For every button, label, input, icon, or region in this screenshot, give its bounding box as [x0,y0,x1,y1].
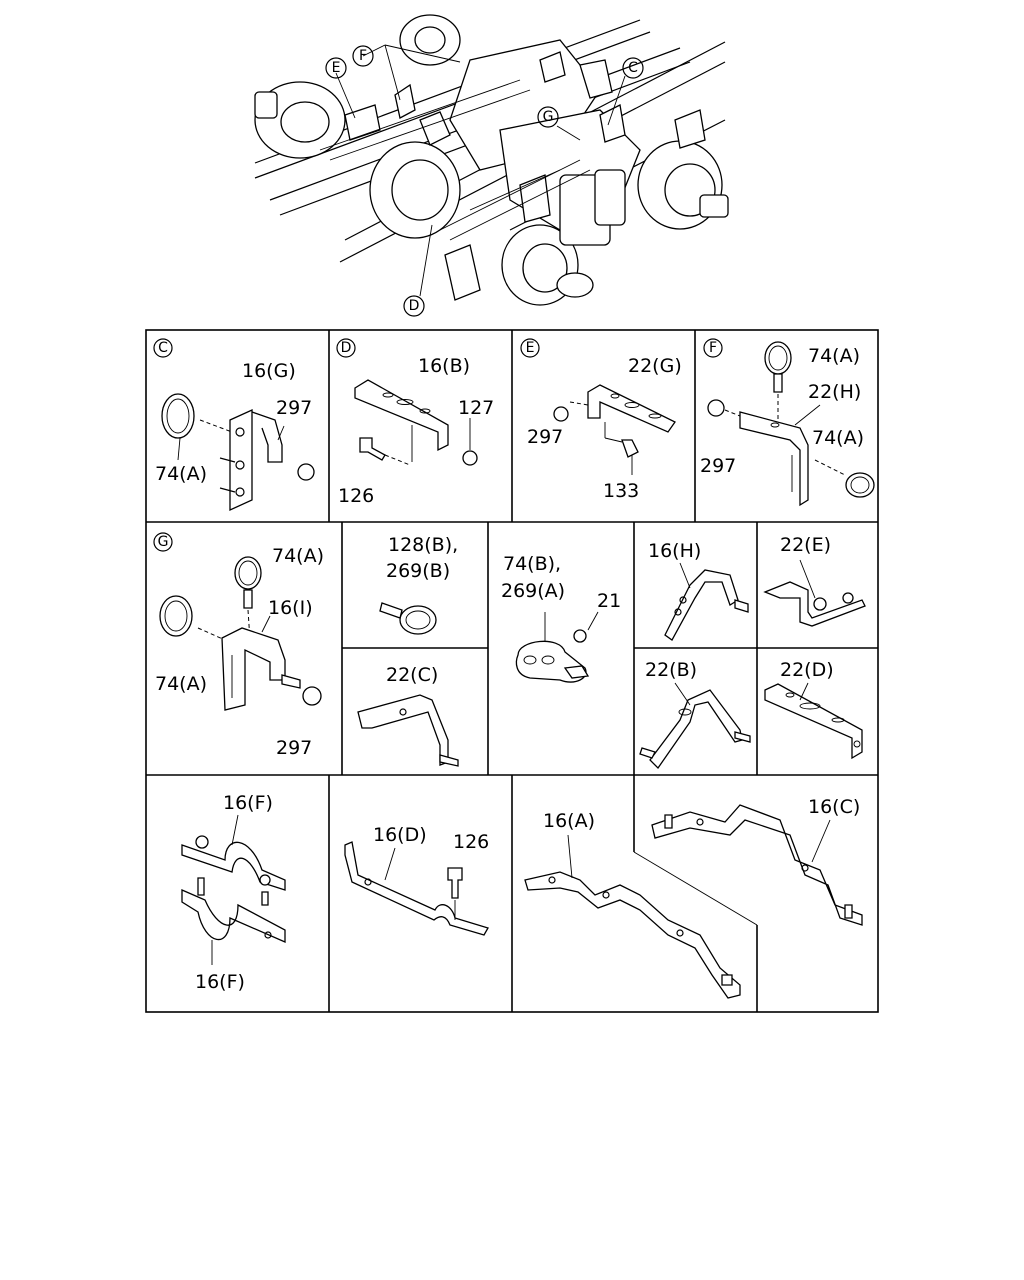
panel-e-callout: E [526,340,535,356]
label-297-g: 297 [276,737,312,759]
svg-text:C: C [628,60,638,76]
panel-d-callout: D [341,340,352,356]
label-16G: 16(G) [242,360,296,382]
callout-D: D [403,295,425,317]
panel-c: C 16(G) 297 74(A) [153,338,315,512]
label-297-f: 297 [700,455,736,477]
label-128B: 128(B), [388,534,458,556]
label-16D: 16(D) [373,824,427,846]
label-126: 126 [338,485,374,507]
label-74A-g2: 74(A) [155,673,207,695]
callout-C: C [622,57,644,79]
label-297-e: 297 [527,426,563,448]
panel-16h: 16(H) [648,540,749,641]
panel-16a: 16(A) [524,810,741,999]
label-126-d: 126 [453,831,489,853]
svg-text:G: G [543,109,554,125]
panel-22d: 22(D) [764,659,863,760]
label-22D: 22(D) [780,659,834,681]
svg-text:F: F [359,48,367,64]
label-133: 133 [603,480,639,502]
panel-22b: 22(B) [639,659,751,770]
detail-grid [145,329,879,1013]
label-16I: 16(I) [268,597,313,619]
svg-text:E: E [332,60,341,76]
label-16H: 16(H) [648,540,701,562]
label-269A: 269(A) [501,580,565,602]
label-74B: 74(B), [503,553,561,575]
panel-f-callout: F [709,340,717,356]
label-16F-top: 16(F) [223,792,273,814]
label-22B: 22(B) [645,659,697,681]
label-16B: 16(B) [418,355,470,377]
label-22C: 22(C) [386,664,438,686]
panel-22e: 22(E) [763,534,866,627]
label-269B: 269(B) [386,560,450,582]
label-16F-bottom: 16(F) [195,971,245,993]
axle-assembly-illustration: F E C G D [254,14,729,317]
panel-16f: 16(F) 16(F) [181,792,286,993]
panel-c-callout: C [158,340,168,356]
panel-e: E 22(G) 297 133 [520,338,682,502]
label-22G: 22(G) [628,355,682,377]
label-127: 127 [458,397,494,419]
panel-74b: 74(B), 269(A) 21 [501,553,621,683]
panel-16d: 16(D) 126 [344,824,489,936]
label-74A-f2: 74(A) [812,427,864,449]
panel-f: F 74(A) 22(H) 74(A) 297 [700,338,875,507]
panel-16c: 16(C) [651,796,863,926]
callout-E: E [325,57,347,79]
panel-128b: 128(B), 269(B) [379,534,458,635]
callout-F: F [352,45,374,67]
label-74A: 74(A) [155,463,207,485]
svg-text:D: D [409,298,420,314]
label-74A-g1: 74(A) [272,545,324,567]
panel-22c: 22(C) [357,664,459,767]
label-22E: 22(E) [780,534,831,556]
panel-g: G 74(A) 16(I) 74(A) 297 [153,532,324,759]
label-74A-f1: 74(A) [808,345,860,367]
panel-d: D 16(B) 127 126 [336,338,494,507]
label-22H: 22(H) [808,381,861,403]
label-16C: 16(C) [808,796,860,818]
label-297: 297 [276,397,312,419]
label-16A: 16(A) [543,810,595,832]
panel-g-callout: G [158,534,169,550]
callout-G: G [537,106,559,128]
label-21: 21 [597,590,621,612]
